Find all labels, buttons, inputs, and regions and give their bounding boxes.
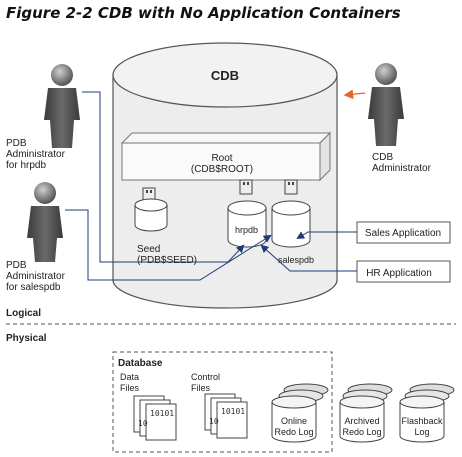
archived-redo-label-2: Redo Log — [342, 427, 381, 437]
root-container: Root (CDB$ROOT) — [120, 131, 332, 182]
data-files-label-2: Files — [120, 383, 140, 393]
hr-application-box: HR Application — [356, 260, 451, 283]
flashback-log-icon: Flashback Log — [399, 383, 455, 443]
hr-app-connector — [260, 244, 357, 272]
sales-application-label: Sales Application — [365, 228, 441, 239]
hr-admin-label-1: PDB — [6, 138, 27, 149]
root-label: Root — [211, 153, 232, 164]
hrpdb-label: hrpdb — [235, 225, 258, 235]
cdb-admin-label-2: Administrator — [372, 163, 432, 174]
logical-label: Logical — [6, 308, 41, 319]
salespdb-label: salespdb — [278, 255, 314, 265]
root-name: (CDB$ROOT) — [191, 164, 253, 175]
sales-app-connector — [296, 231, 357, 240]
control-files-icon: 10101 10 — [204, 393, 248, 439]
database-container — [112, 351, 333, 453]
data-files-label-1: Data — [120, 372, 139, 382]
seed-pdb: Seed (PDB$SEED) — [134, 187, 197, 266]
sales-admin-label-3: for salespdb — [6, 282, 61, 293]
flashback-label-1: Flashback — [401, 416, 443, 426]
online-redo-label-2: Redo Log — [274, 427, 313, 437]
archived-redo-log-icon: Archived Redo Log — [339, 383, 393, 443]
seed-label: Seed — [137, 244, 160, 255]
sales-admin-connector — [65, 209, 272, 281]
online-redo-log-icon: Online Redo Log — [271, 383, 329, 443]
person-icon-sales-admin — [27, 182, 63, 262]
database-label: Database — [118, 358, 163, 369]
physical-label: Physical — [6, 333, 47, 344]
hr-admin-label-3: for hrpdb — [6, 160, 46, 171]
sales-admin-label-1: PDB — [6, 260, 27, 271]
archived-redo-label-1: Archived — [344, 416, 379, 426]
control-files-binary-1: 10101 — [221, 407, 245, 416]
seed-name: (PDB$SEED) — [137, 255, 197, 266]
control-files-label-2: Files — [191, 383, 211, 393]
sales-application-box: Sales Application — [356, 221, 451, 244]
data-files-binary-1: 10101 — [150, 409, 174, 418]
online-redo-label-1: Online — [281, 416, 307, 426]
hr-admin-label-2: Administrator — [6, 149, 66, 160]
control-files-binary-2: 10 — [209, 417, 219, 426]
hr-application-label: HR Application — [366, 268, 432, 279]
cdb-admin-arrow — [343, 89, 366, 100]
cdb-admin-label-1: CDB — [372, 152, 393, 163]
control-files-label-1: Control — [191, 372, 220, 382]
data-files-icon: 10101 10 — [133, 395, 177, 441]
figure-title: Figure 2-2 CDB with No Application Conta… — [6, 4, 401, 22]
sales-admin-label-2: Administrator — [6, 271, 66, 282]
hr-admin-connector — [82, 91, 245, 263]
data-files-binary-2: 10 — [138, 419, 148, 428]
flashback-label-2: Log — [414, 427, 429, 437]
person-icon-cdb-admin — [368, 63, 404, 146]
person-icon-hr-admin — [44, 64, 80, 148]
cdb-label: CDB — [211, 68, 239, 83]
